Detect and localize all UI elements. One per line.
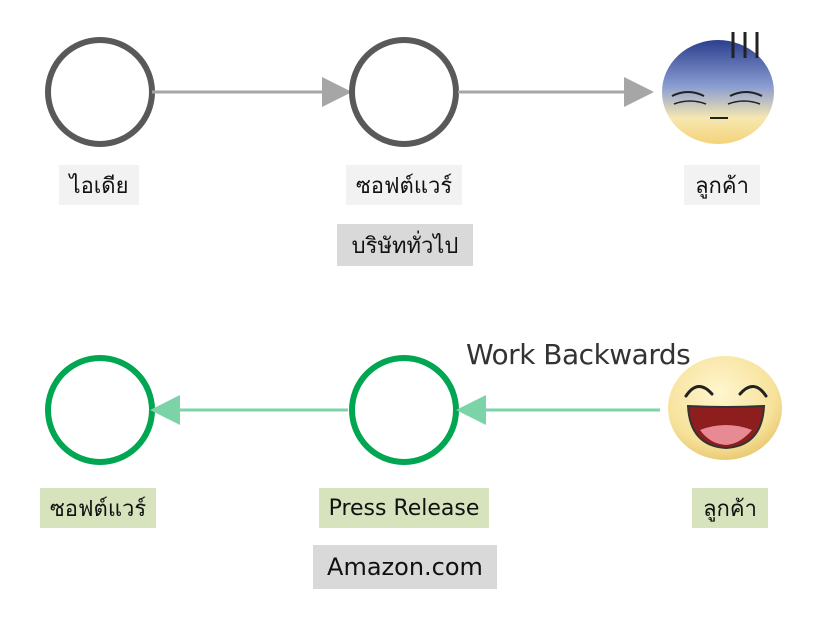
bottom-node-press-release xyxy=(349,355,459,465)
bottom-label-customer: ลูกค้า xyxy=(692,488,768,528)
bottom-node-software xyxy=(45,355,155,465)
bottom-label-press-release: Press Release xyxy=(319,488,489,528)
top-label-customer: ลูกค้า xyxy=(684,165,760,205)
top-label-software: ซอฟต์แวร์ xyxy=(346,165,462,205)
top-sub-label: บริษัททั่วไป xyxy=(337,224,473,266)
top-node-idea xyxy=(45,37,155,147)
top-label-idea: ไอเดีย xyxy=(59,165,139,205)
top-node-software xyxy=(349,37,459,147)
happy-face-icon xyxy=(668,356,782,460)
bottom-label-software: ซอฟต์แวร์ xyxy=(40,488,156,528)
work-backwards-annotation: Work Backwards xyxy=(466,338,691,371)
sad-face-icon xyxy=(662,32,774,144)
bottom-sub-label: Amazon.com xyxy=(313,545,497,589)
